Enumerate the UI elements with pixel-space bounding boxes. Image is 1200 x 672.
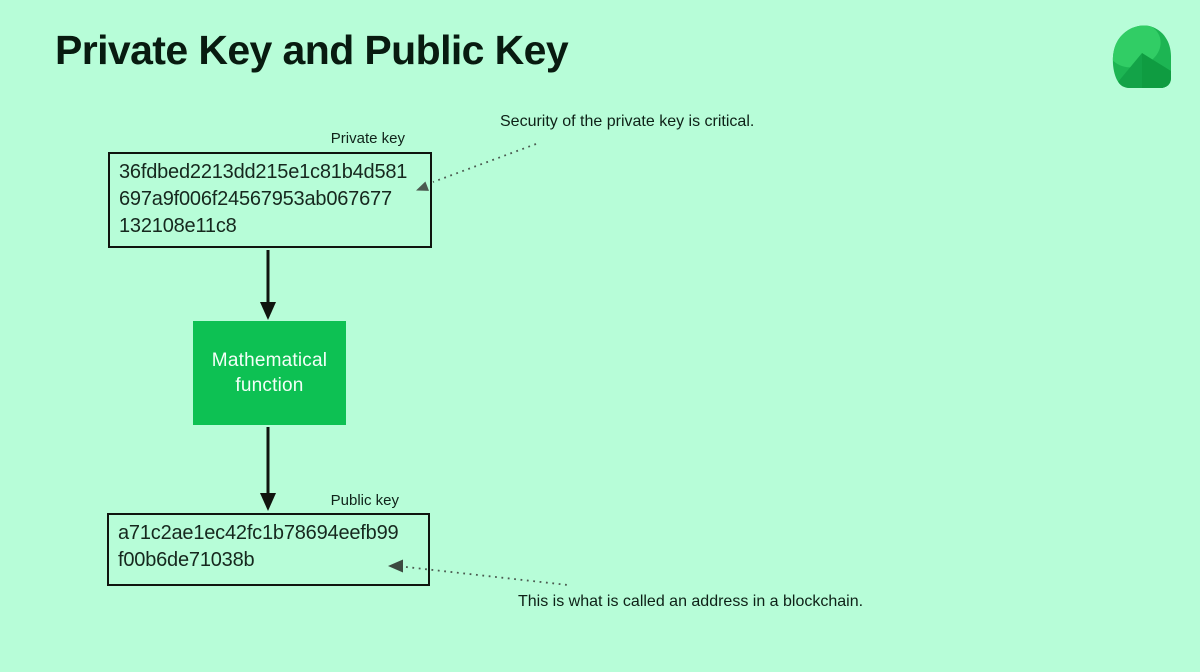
public-key-box: a71c2ae1ec42fc1b78694eefb99 f00b6de71038…	[107, 513, 430, 586]
flow-arrow-down-1	[260, 250, 276, 320]
public-key-label: Public key	[330, 492, 399, 509]
page-title: Private Key and Public Key	[55, 27, 569, 73]
private-key-line: 132108e11c8	[119, 215, 237, 237]
public-key-annotation: This is what is called an address in a b…	[518, 593, 864, 610]
public-key-line: f00b6de71038b	[118, 549, 255, 571]
function-box-line: Mathematical	[211, 350, 328, 371]
private-key-line: 36fdbed2213dd215e1c81b4d581	[119, 161, 408, 183]
private-key-annotation: Security of the private key is critical.	[500, 113, 755, 130]
dotted-arrow-private-note	[416, 143, 537, 191]
function-box-line: function	[235, 375, 304, 396]
mathematical-function-box: Mathematical function	[193, 321, 346, 425]
leaf-icon	[1112, 25, 1172, 88]
private-key-box: 36fdbed2213dd215e1c81b4d581 697a9f006f24…	[108, 152, 432, 248]
private-key-line: 697a9f006f24567953ab067677	[119, 188, 392, 210]
public-key-line: a71c2ae1ec42fc1b78694eefb99	[118, 522, 399, 544]
private-key-label: Private key	[330, 130, 405, 147]
